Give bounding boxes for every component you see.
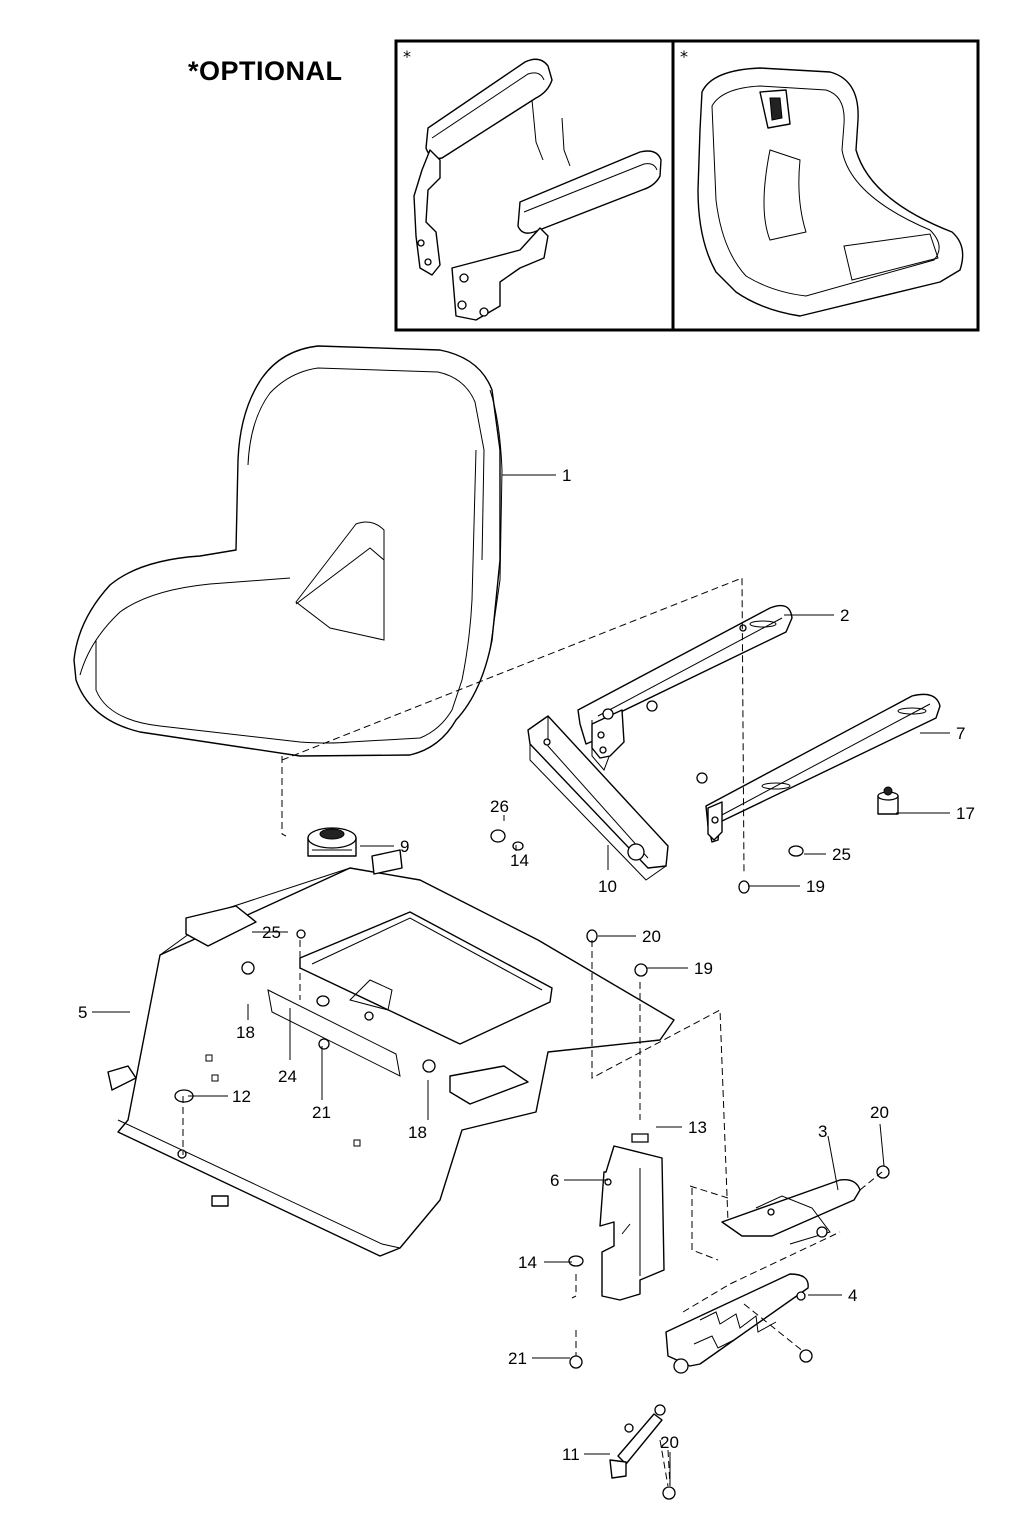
callout-11: 11: [562, 1445, 580, 1464]
callout-7: 7: [956, 724, 965, 743]
callout-18-left: 18: [236, 1023, 255, 1042]
callout-12: 12: [232, 1087, 251, 1106]
callout-3: 3: [818, 1122, 827, 1141]
slide-rail-lower: [705, 693, 941, 843]
callout-14-upper: 14: [510, 851, 529, 870]
callout-20-lower: 20: [660, 1433, 679, 1452]
adjuster-bracket: [599, 1145, 665, 1301]
seat-switch: [307, 827, 357, 857]
callout-19-upper: 19: [806, 877, 825, 896]
callout-14-lower: 14: [518, 1253, 537, 1272]
callout-2: 2: [840, 606, 849, 625]
optional-star-left: *: [403, 47, 411, 66]
assembly-lines: [182, 577, 883, 1487]
callout-10: 10: [598, 877, 617, 896]
seat-mount-panel: [107, 849, 675, 1257]
callout-25-right: 25: [832, 845, 851, 864]
leader-lines: [92, 474, 950, 1486]
callout-9: 9: [400, 837, 409, 856]
optional-title: *OPTIONAL: [188, 56, 343, 86]
callout-6: 6: [550, 1171, 559, 1190]
seat: [73, 345, 503, 757]
callout-24: 24: [278, 1067, 297, 1086]
callout-25-left: 25: [262, 923, 281, 942]
slide-rail-upper: [577, 604, 793, 784]
seat-spacer-channel: [527, 715, 669, 881]
callout-4: 4: [848, 1286, 857, 1305]
notched-adjuster-plate: [665, 1273, 809, 1374]
callout-1: 1: [562, 466, 571, 485]
armrest-kit-illustration: [413, 58, 662, 321]
callout-20-right: 20: [870, 1103, 889, 1122]
callout-26: 26: [490, 797, 509, 816]
callout-17: 17: [956, 804, 975, 823]
callout-21-lower: 21: [508, 1349, 527, 1368]
hardware: [490, 786, 899, 1500]
deluxe-seat-illustration: [697, 67, 964, 317]
callout-19-lower: 19: [694, 959, 713, 978]
callout-21-upper: 21: [312, 1103, 331, 1122]
callout-20-upper: 20: [642, 927, 661, 946]
callout-5: 5: [78, 1003, 87, 1022]
callout-18-right: 18: [408, 1123, 427, 1142]
callout-13: 13: [688, 1118, 707, 1137]
callout-labels: 1 2 3 4 5 6 7 9 10 11 12 13 14 14 17 18 …: [78, 466, 975, 1464]
lever-bracket-upper: [721, 1179, 861, 1245]
optional-star-right: *: [680, 47, 688, 66]
link-rod: [609, 1404, 666, 1479]
